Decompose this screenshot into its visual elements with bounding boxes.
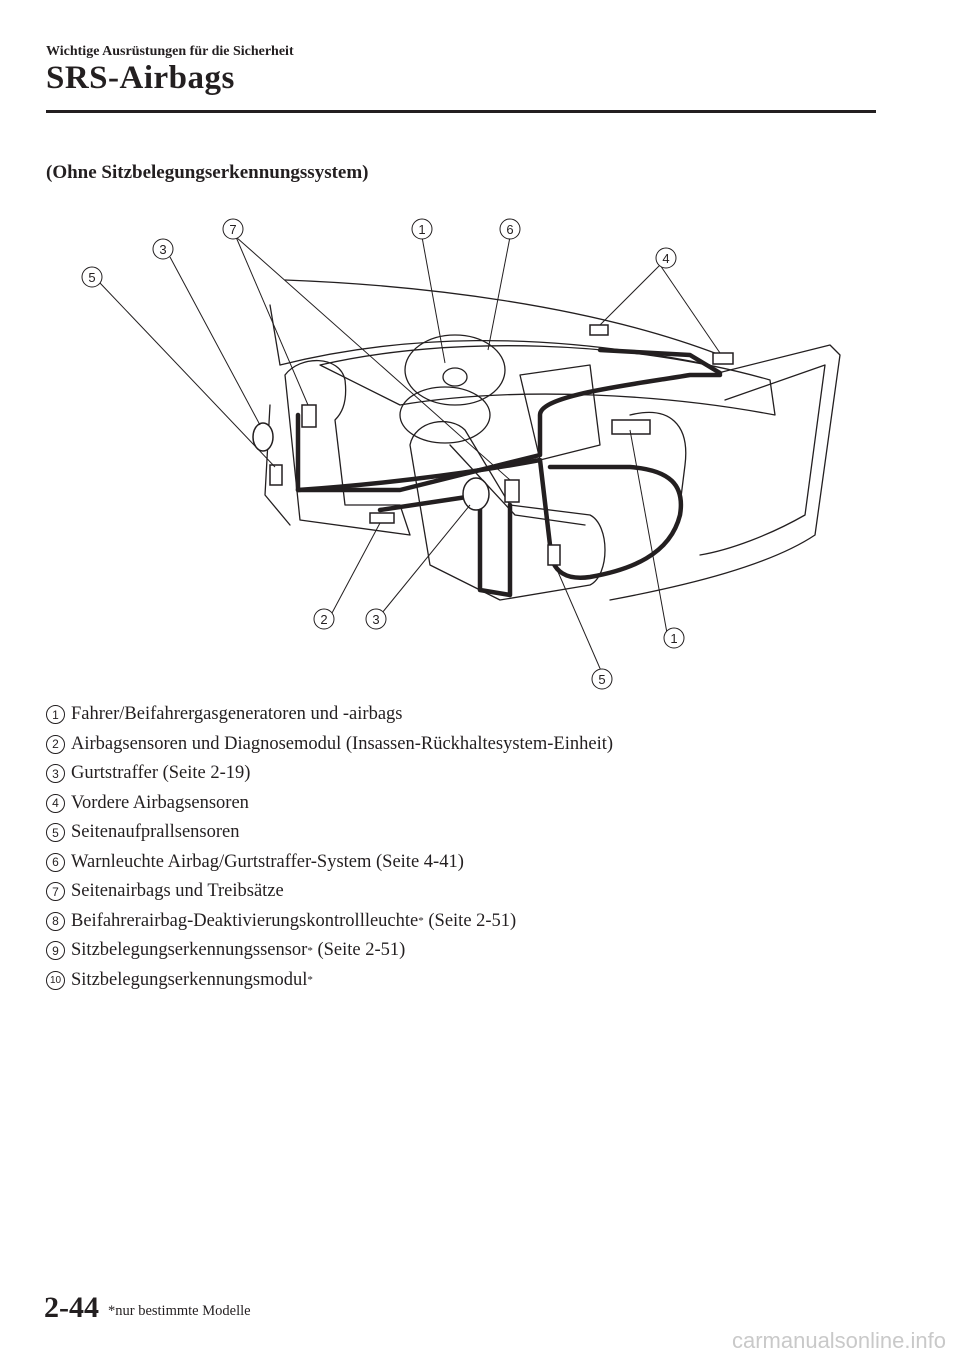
callout-2: 2	[313, 608, 335, 630]
callout-3-top: 3	[152, 238, 174, 260]
callout-6: 6	[499, 218, 521, 240]
passenger-side-sensor	[547, 544, 561, 566]
legend-text: Airbagsensoren und Diagnosemodul (Insass…	[71, 733, 614, 754]
page-title: SRS-Airbags	[46, 60, 235, 96]
legend-text: Sitzbelegungserkennungssensor	[71, 940, 308, 961]
legend-text: Warnleuchte Airbag/Gurtstraffer-System (…	[71, 851, 464, 872]
driver-side-sensor	[269, 464, 283, 486]
svg-text:5: 5	[88, 270, 95, 285]
callout-5-top: 5	[81, 266, 103, 288]
diagnostic-module	[369, 512, 395, 524]
steering-wheel	[404, 334, 506, 406]
svg-text:1: 1	[418, 222, 425, 237]
legend-item: 4 Vordere Airbagsensoren	[46, 789, 613, 819]
legend-item: 7 Seitenairbags und Treibsätze	[46, 877, 613, 907]
svg-text:4: 4	[662, 251, 669, 266]
sensor-module-box	[611, 419, 651, 435]
svg-text:3: 3	[372, 612, 379, 627]
callout-3-bottom: 3	[365, 608, 387, 630]
page-number: 2-44	[44, 1291, 99, 1324]
legend-item: 8 Beifahrerairbag-Deaktivierungskontrolll…	[46, 907, 613, 937]
svg-text:6: 6	[506, 222, 513, 237]
driver-pretensioner	[252, 422, 274, 452]
legend-number: 6	[46, 852, 65, 872]
callout-4: 4	[655, 247, 677, 269]
legend-number: 9	[46, 941, 65, 961]
callout-1-bottom: 1	[663, 627, 685, 649]
legend-number: 2	[46, 734, 65, 754]
legend-text: Fahrer/Beifahrergasgeneratoren und -airb…	[71, 704, 403, 725]
legend-number: 5	[46, 823, 65, 843]
svg-text:1: 1	[670, 631, 677, 646]
legend-list: 1 Fahrer/Beifahrergasgeneratoren und -air…	[46, 700, 613, 995]
callout-5-bottom: 5	[591, 668, 613, 690]
legend-text: Gurtstraffer (Seite 2-19)	[71, 763, 251, 784]
legend-suffix: (Seite 2-51)	[423, 910, 517, 931]
legend-text: Vordere Airbagsensoren	[71, 792, 249, 813]
legend-number: 4	[46, 793, 65, 813]
legend-item: 2 Airbagsensoren und Diagnosemodul (Insas…	[46, 730, 613, 760]
legend-number: 7	[46, 882, 65, 902]
legend-number: 1	[46, 705, 65, 725]
dashboard	[319, 345, 776, 416]
legend-suffix: (Seite 2-51)	[312, 940, 406, 961]
driver-side-airbag	[301, 404, 317, 428]
passenger-side-airbag	[504, 479, 520, 503]
legend-text: Seitenaufprallsensoren	[71, 822, 240, 843]
figure-subheading: (Ohne Sitzbelegungserkennungssystem)	[46, 162, 369, 183]
passenger-pretensioner	[462, 477, 490, 511]
legend-number: 8	[46, 911, 65, 931]
driver-seat	[284, 359, 411, 536]
footnote: *nur bestimmte Modelle	[108, 1303, 251, 1319]
legend-number: 3	[46, 764, 65, 784]
watermark: carmanualsonline.info	[731, 1328, 946, 1353]
title-rule	[46, 110, 876, 113]
legend-item: 5 Seitenaufprallsensoren	[46, 818, 613, 848]
wiring-harness	[295, 347, 723, 598]
callout-1-top: 1	[411, 218, 433, 240]
legend-item: 1 Fahrer/Beifahrergasgeneratoren und -air…	[46, 700, 613, 730]
legend-text: Beifahrerairbag-Deaktivierungskontrollle…	[71, 910, 419, 931]
door	[609, 344, 841, 601]
section-label: Wichtige Ausrüstungen für die Sicherheit	[46, 44, 294, 59]
svg-text:3: 3	[159, 242, 166, 257]
legend-text: Seitenairbags und Treibsätze	[71, 881, 284, 902]
legend-number: 10	[46, 970, 65, 990]
legend-item: 6 Warnleuchte Airbag/Gurtstraffer-System …	[46, 848, 613, 878]
svg-text:5: 5	[598, 672, 605, 687]
front-sensor-right	[712, 352, 734, 365]
legend-item: 3 Gurtstraffer (Seite 2-19)	[46, 759, 613, 789]
callout-7: 7	[222, 218, 244, 240]
svg-text:2: 2	[320, 612, 327, 627]
passenger-seat	[409, 420, 606, 601]
roof-line	[284, 279, 721, 356]
svg-text:7: 7	[229, 222, 236, 237]
airbag-system-diagram: 5 3 7 1 6 4 2 3 1 5	[81, 218, 841, 690]
front-sensor-left	[589, 324, 609, 336]
legend-text: Sitzbelegungserkennungsmodul	[71, 969, 308, 990]
